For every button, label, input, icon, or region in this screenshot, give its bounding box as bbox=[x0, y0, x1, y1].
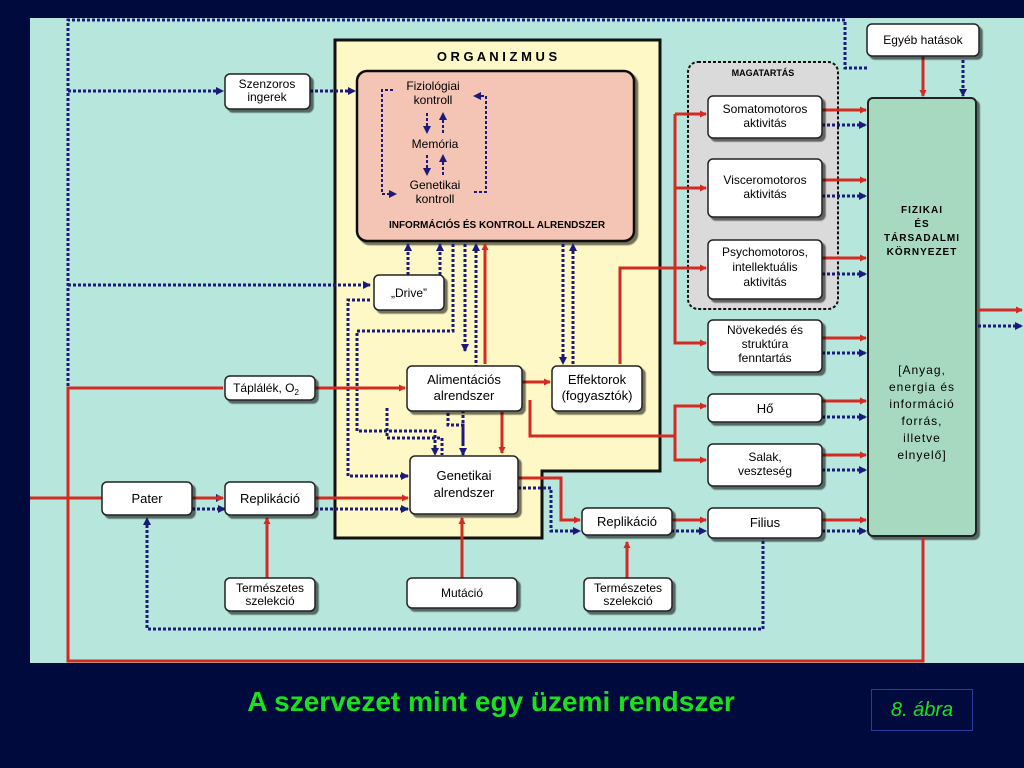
info-subsystem-title: INFORMÁCIÓS ÉS KONTROLL ALRENDSZER bbox=[389, 218, 606, 231]
memoria: Memória bbox=[412, 137, 459, 151]
filius-box: Filius bbox=[707, 507, 823, 539]
waste-loss-box: Salak,veszteség bbox=[707, 443, 823, 487]
behavior-title: MAGATARTÁS bbox=[732, 68, 795, 78]
diagram-caption: A szervezet mint egy üzemi rendszer bbox=[247, 686, 735, 717]
svg-text:Hő: Hő bbox=[757, 401, 774, 416]
heat-box: Hő bbox=[707, 393, 823, 423]
diagram-panel: O R G A N I Z M U S INFORMÁCIÓS ÉS KONTR… bbox=[30, 18, 1024, 663]
svg-text:Pater: Pater bbox=[131, 491, 163, 506]
mutation-box: Mutáció bbox=[406, 577, 518, 609]
pater-box: Pater bbox=[101, 481, 193, 516]
replication-right-box: Replikáció bbox=[581, 507, 673, 536]
info-internal-links bbox=[381, 89, 487, 198]
svg-text:Salak,veszteség: Salak,veszteség bbox=[738, 450, 792, 478]
svg-text:„Drive”: „Drive” bbox=[391, 286, 427, 300]
environment-box bbox=[867, 97, 977, 537]
drive-box: „Drive” bbox=[373, 274, 445, 311]
svg-text:Egyéb hatások: Egyéb hatások bbox=[883, 33, 963, 47]
food-oxygen-box: Táplálék, O2 bbox=[224, 375, 316, 401]
other-effects-box: Egyéb hatások bbox=[866, 23, 980, 57]
svg-text:Replikáció: Replikáció bbox=[240, 491, 300, 506]
svg-text:Táplálék, O2: Táplálék, O2 bbox=[233, 381, 299, 397]
svg-text:Mutáció: Mutáció bbox=[441, 586, 483, 600]
organism-title: O R G A N I Z M U S bbox=[437, 49, 558, 64]
info-control-subsystem bbox=[355, 69, 636, 243]
effectors-box: Effektorok(fogyasztók) bbox=[551, 365, 643, 412]
svg-text:Replikáció: Replikáció bbox=[597, 514, 657, 529]
figure-label: 8. ábra bbox=[871, 689, 973, 731]
svg-text:Effektorok(fogyasztók): Effektorok(fogyasztók) bbox=[562, 372, 633, 403]
replication-left-box: Replikáció bbox=[224, 481, 316, 516]
system-diagram: O R G A N I Z M U S INFORMÁCIÓS ÉS KONTR… bbox=[30, 18, 1023, 663]
svg-text:Filius: Filius bbox=[750, 515, 781, 530]
